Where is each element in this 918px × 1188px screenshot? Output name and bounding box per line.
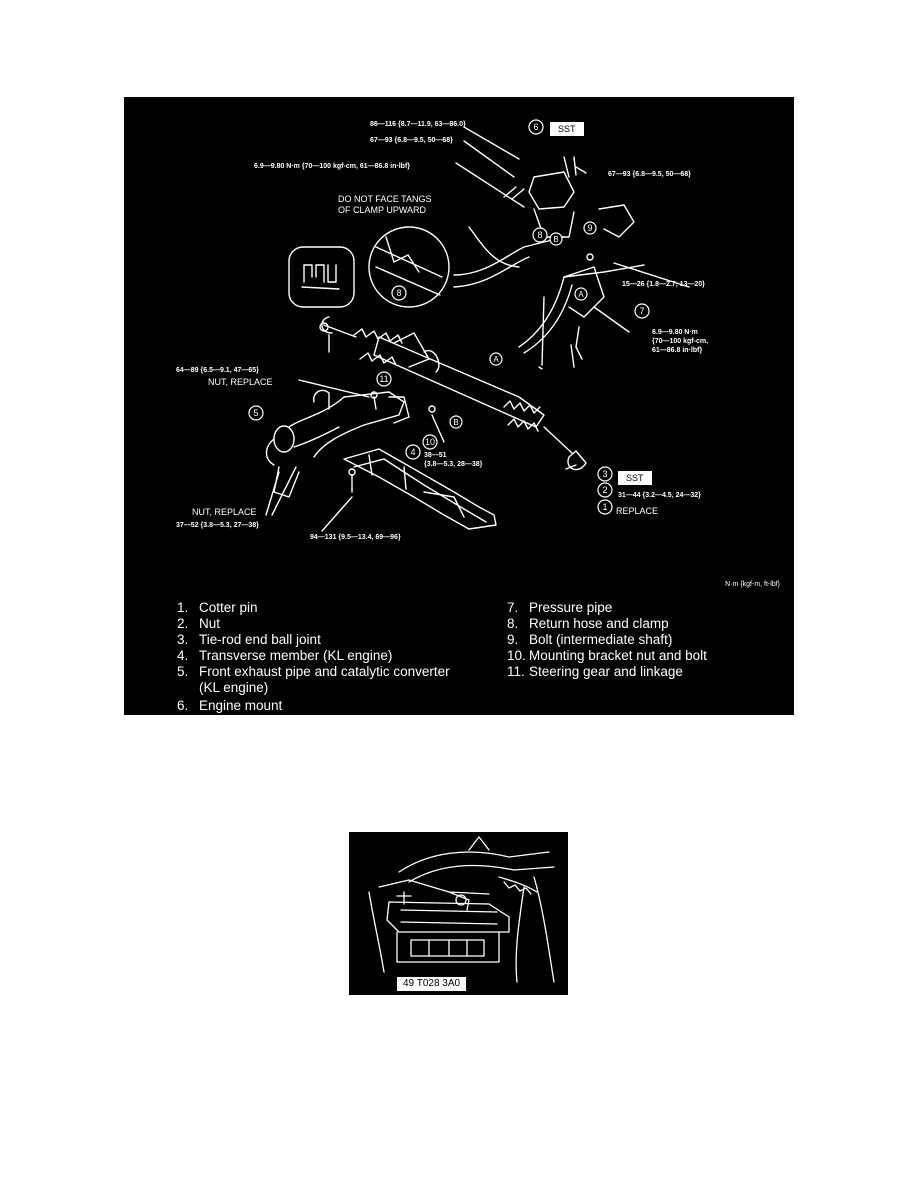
legend-item: 1.Cotter pin: [177, 600, 258, 615]
legend-item: 6.Engine mount: [177, 698, 283, 713]
legend-item: 7.Pressure pipe: [507, 600, 613, 615]
clamp-note-line1: DO NOT FACE TANGS: [338, 194, 432, 204]
torque-label: 6.9—9.80 N·m: [652, 329, 698, 336]
ball-joint-puller-illustration: [368, 836, 555, 983]
callout-label-3: 3: [602, 469, 607, 479]
callout-5: [248, 405, 264, 421]
legend-item: 5.Front exhaust pipe and catalytic conve…: [177, 664, 450, 679]
ref-b: [549, 232, 563, 246]
callout-6: [528, 119, 544, 135]
ref-b2: [449, 415, 463, 429]
callout-label-7: 7: [639, 306, 644, 316]
torque-label: 6.9—9.80 N·m {70—100 kgf-cm, 61—86.8 in·…: [254, 163, 411, 170]
torque-label: 67—93 {6.8—9.5, 50—68}: [370, 137, 453, 144]
tool-number-label: 49 T028 3A0: [397, 977, 467, 991]
callout-7: [634, 303, 650, 319]
legend-item: 4.Transverse member (KL engine): [177, 648, 393, 663]
replace-label: REPLACE: [616, 506, 659, 516]
callout-label-2: 2: [602, 485, 607, 495]
callout-label-6: 6: [533, 122, 538, 132]
nut-replace-label: NUT, REPLACE: [192, 507, 257, 517]
callout-11: [376, 371, 392, 387]
torque-label: 31—44 {3.2—4.5, 24—32}: [618, 492, 701, 499]
torque-label: 38—51: [424, 452, 447, 459]
callout-label-8b: 8: [396, 288, 401, 298]
ref-a: [574, 287, 588, 301]
torque-label: 67—93 {6.8—9.5, 50—68}: [608, 171, 691, 178]
legend-item: 2.Nut: [177, 616, 221, 631]
legend-item: 10.Mounting bracket nut and bolt: [507, 648, 707, 663]
torque-label: 94—131 {9.5—13.4, 69—96}: [310, 534, 401, 541]
legend-item: 11.Steering gear and linkage: [507, 664, 683, 679]
legend-left: 1.Cotter pin 2.Nut 3.Tie-rod end ball jo…: [177, 600, 450, 714]
exploded-diagram-panel: 6 8 9 7 8 11 5 4 10 3 2 1 B A A B 86—116…: [124, 97, 794, 715]
torque-label: 64—89 {6.5—9.1, 47—65}: [176, 367, 259, 374]
callout-label-10: 10: [425, 437, 435, 447]
legend-right: 7.Pressure pipe 8.Return hose and clamp …: [507, 600, 707, 680]
steering-gear-illustration: 6 8 9 7 8 11 5 4 10 3 2 1 B A A B: [248, 119, 690, 532]
callout-label-9: 9: [587, 223, 592, 233]
callout-9: [583, 221, 597, 235]
callout-8: [532, 227, 548, 243]
callout-label-8: 8: [537, 230, 542, 240]
clamp-note-line2: OF CLAMP UPWARD: [338, 205, 427, 215]
ref-a2: [489, 352, 503, 366]
callout-2: [597, 482, 613, 498]
torque-label: 86—116 {8.7—11.9, 63—86.0}: [370, 121, 466, 128]
ref-label-a: A: [578, 290, 584, 299]
ref-label-b2: B: [453, 418, 458, 427]
sst-badge: SST: [550, 122, 584, 136]
callout-label-4: 4: [410, 447, 415, 457]
callout-4: [405, 444, 421, 460]
units-note: N·m {kgf-m, ft-lbf}: [725, 581, 780, 588]
sst-badge: SST: [618, 471, 652, 485]
callout-label-11: 11: [379, 374, 388, 384]
ref-label-b: B: [553, 235, 558, 244]
torque-label: 61—86.8 in·lbf}: [652, 347, 703, 354]
callout-3: [597, 466, 613, 482]
legend-item: 9.Bolt (intermediate shaft): [507, 632, 673, 647]
callout-label-5: 5: [253, 408, 258, 418]
nut-replace-label: NUT, REPLACE: [208, 377, 273, 387]
legend-item: 3.Tie-rod end ball joint: [177, 632, 321, 647]
torque-label: 15—26 {1.8—2.7, 13—20}: [622, 281, 705, 288]
tool-illustration-panel: 49 T028 3A0: [349, 832, 568, 995]
callout-1: [597, 499, 613, 515]
torque-label: {70—100 kgf-cm,: [652, 338, 709, 345]
legend-item: (KL engine): [199, 680, 269, 695]
ref-label-a2: A: [493, 355, 499, 364]
torque-label: {3.8—5.3, 28—38}: [424, 461, 483, 468]
legend-item: 8.Return hose and clamp: [507, 616, 669, 631]
torque-label: 37—52 {3.8—5.3, 27—38}: [176, 522, 259, 529]
callout-label-1: 1: [602, 502, 607, 512]
callout-10: [422, 434, 438, 450]
callout-8b: [391, 285, 407, 301]
